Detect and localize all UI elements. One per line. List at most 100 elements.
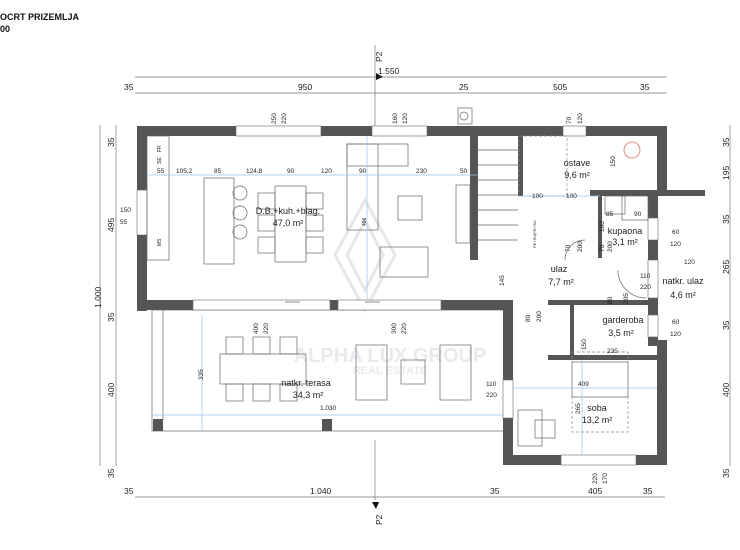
svg-text:35: 35 <box>643 486 653 496</box>
svg-text:FR: FR <box>157 145 163 152</box>
svg-text:soba: soba <box>587 403 607 413</box>
svg-text:180: 180 <box>599 221 606 232</box>
svg-text:124,8: 124,8 <box>246 168 263 175</box>
section-marker-top: P2 <box>374 45 384 130</box>
room-entrance: ulaz 7,7 m² <box>548 264 574 287</box>
svg-text:13,2 m²: 13,2 m² <box>582 415 613 425</box>
svg-text:220: 220 <box>486 392 497 399</box>
svg-text:160: 160 <box>392 113 399 124</box>
right-dimensions: 35 195 35 265 35 400 35 <box>721 125 731 478</box>
svg-text:3,1 m²: 3,1 m² <box>612 237 638 247</box>
svg-text:ALPHA LUX GROUP: ALPHA LUX GROUP <box>294 345 487 367</box>
svg-text:495: 495 <box>106 218 116 232</box>
svg-text:235: 235 <box>607 348 618 355</box>
svg-text:145: 145 <box>499 275 506 286</box>
bottom-dimensions: 35 1.040 35 405 35 <box>124 486 665 498</box>
svg-text:P2: P2 <box>374 514 384 525</box>
svg-text:220: 220 <box>401 323 408 334</box>
svg-text:496: 496 <box>362 217 368 226</box>
svg-text:265: 265 <box>575 403 582 414</box>
svg-text:1.550: 1.550 <box>378 66 400 76</box>
left-dimensions: 1.000 35 495 35 400 35 <box>93 125 117 478</box>
svg-text:1.000: 1.000 <box>93 286 103 308</box>
svg-text:70: 70 <box>599 244 606 252</box>
svg-text:D.B.+kuh.+blag.: D.B.+kuh.+blag. <box>256 206 321 216</box>
svg-text:105,2: 105,2 <box>176 168 193 175</box>
svg-text:9,6 m²: 9,6 m² <box>564 170 590 180</box>
svg-text:150: 150 <box>610 156 617 167</box>
svg-text:100: 100 <box>566 193 577 200</box>
svg-text:250: 250 <box>271 113 278 124</box>
svg-text:4,6 m²: 4,6 m² <box>670 290 696 300</box>
svg-text:205: 205 <box>623 293 630 304</box>
chimney-icon <box>457 107 473 125</box>
svg-text:110: 110 <box>640 273 651 280</box>
svg-text:505: 505 <box>553 82 567 92</box>
interior-dimension-labels: 55 105,2 85 124,8 90 120 90 230 50 496 1… <box>157 156 695 414</box>
svg-text:35: 35 <box>124 486 134 496</box>
svg-text:35: 35 <box>490 486 500 496</box>
top-dimensions: 1.550 35 950 25 505 35 <box>124 66 667 94</box>
svg-text:70: 70 <box>565 244 572 252</box>
walls <box>137 126 705 465</box>
svg-text:265: 265 <box>721 260 731 274</box>
svg-text:35: 35 <box>640 82 650 92</box>
svg-text:natkr. terasa: natkr. terasa <box>281 378 331 388</box>
svg-text:230: 230 <box>416 168 427 175</box>
room-covered-terrace: natkr. terasa 34,3 m² <box>281 378 331 400</box>
svg-text:409: 409 <box>578 381 589 388</box>
svg-text:195: 195 <box>721 166 731 180</box>
room-living-kitchen-dining: D.B.+kuh.+blag. 47,0 m² <box>256 206 321 228</box>
svg-text:90: 90 <box>287 168 295 175</box>
svg-text:50: 50 <box>460 168 468 175</box>
windows <box>136 125 659 466</box>
svg-text:120: 120 <box>670 331 681 338</box>
room-storage: ostave 9,6 m² <box>564 158 591 180</box>
watermark-logo: ALPHA LUX GROUP REAL ESTATE <box>294 196 487 377</box>
svg-text:120: 120 <box>402 113 409 124</box>
svg-text:220: 220 <box>263 323 270 334</box>
svg-text:35: 35 <box>106 312 116 322</box>
plan-scale: 00 <box>0 24 10 34</box>
svg-text:200: 200 <box>607 241 614 252</box>
room-wardrobe: garderoba 3,5 m² <box>602 315 643 338</box>
furniture <box>146 135 649 447</box>
svg-text:47,0 m²: 47,0 m² <box>273 218 304 228</box>
svg-text:ulaz: ulaz <box>551 264 568 274</box>
svg-text:150: 150 <box>581 339 588 350</box>
svg-text:120: 120 <box>577 113 584 124</box>
svg-text:P2: P2 <box>374 51 384 62</box>
svg-text:55: 55 <box>120 219 128 226</box>
svg-text:150: 150 <box>120 207 131 214</box>
svg-text:35: 35 <box>106 137 116 147</box>
fixture-labels: FR SE MS PE+SU|PE+SU <box>157 145 537 248</box>
room-covered-entrance: natkr. ulaz 4,6 m² <box>662 276 704 300</box>
svg-text:70: 70 <box>566 116 573 124</box>
svg-text:natkr. ulaz: natkr. ulaz <box>662 276 704 286</box>
svg-text:200: 200 <box>577 241 584 252</box>
svg-text:garderoba: garderoba <box>602 315 643 325</box>
svg-text:400: 400 <box>721 383 731 397</box>
svg-text:35: 35 <box>124 82 134 92</box>
svg-text:REAL ESTATE: REAL ESTATE <box>353 365 428 377</box>
svg-text:35: 35 <box>721 137 731 147</box>
svg-text:34,3 m²: 34,3 m² <box>293 390 324 400</box>
interior-dimension-lines <box>147 136 657 455</box>
svg-text:170: 170 <box>602 473 609 484</box>
svg-text:110: 110 <box>486 381 497 388</box>
svg-text:220: 220 <box>640 284 651 291</box>
svg-text:MS: MS <box>157 238 163 246</box>
svg-text:400: 400 <box>253 323 260 334</box>
svg-text:120: 120 <box>684 259 695 266</box>
svg-text:220: 220 <box>281 113 288 124</box>
svg-text:80: 80 <box>525 314 532 322</box>
svg-text:405: 405 <box>588 486 602 496</box>
svg-text:3,5 m²: 3,5 m² <box>608 328 634 338</box>
svg-text:400: 400 <box>106 383 116 397</box>
svg-text:220: 220 <box>592 473 599 484</box>
svg-text:35: 35 <box>721 320 731 330</box>
plan-title: OCRT PRIZEMLJA <box>0 12 80 22</box>
svg-text:55: 55 <box>157 168 165 175</box>
svg-text:335: 335 <box>198 369 205 380</box>
